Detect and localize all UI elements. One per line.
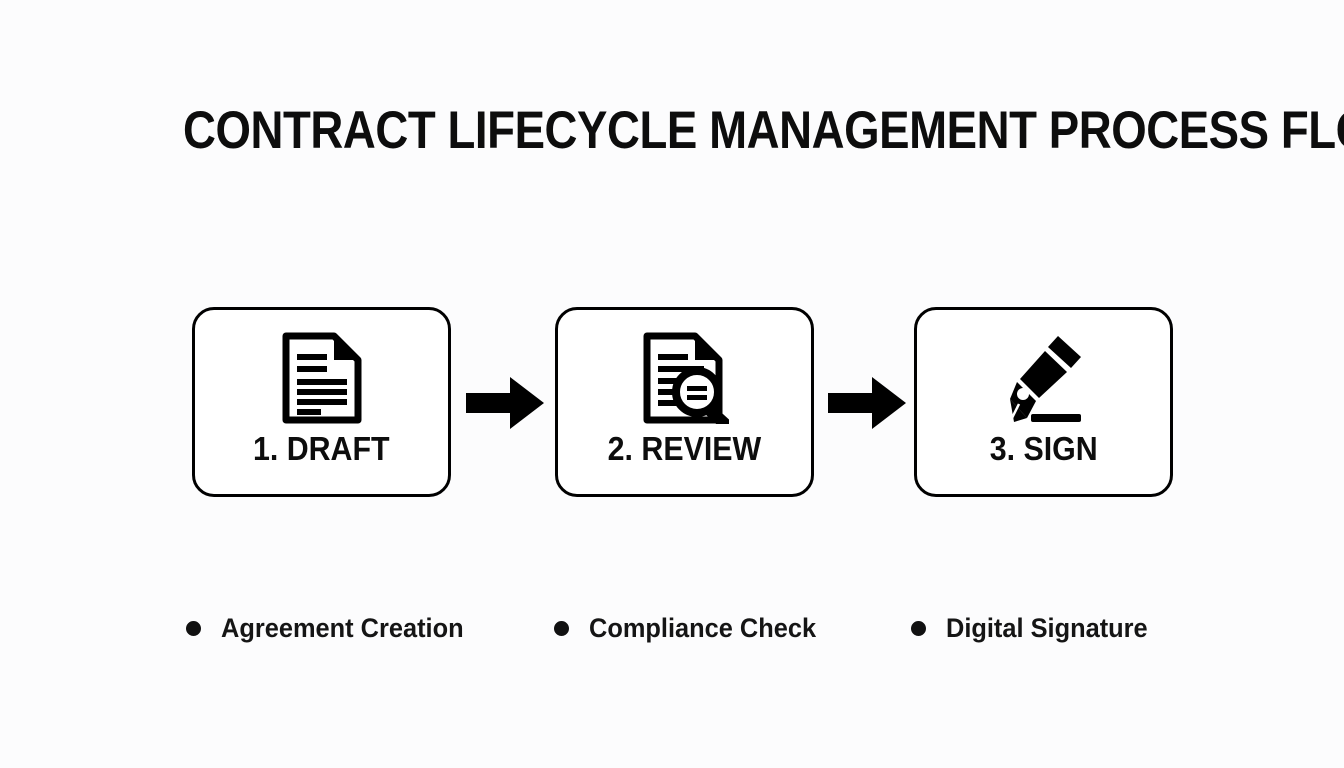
right-arrow-icon (828, 377, 906, 429)
step-card-review[interactable]: 2. REVIEW (555, 307, 814, 497)
process-steps-row: 1. DRAFT (0, 307, 1344, 497)
bullet-dot-icon (554, 620, 569, 636)
bullet-dot-icon (186, 620, 201, 636)
bullet-label: Digital Signature (946, 612, 1148, 643)
right-arrow-icon (466, 377, 544, 429)
list-item: Compliance Check (554, 608, 831, 648)
list-item: Agreement Creation (186, 608, 479, 648)
document-search-icon (641, 332, 729, 424)
step-label: 2. REVIEW (607, 430, 762, 467)
list-item: Digital Signature (911, 608, 1161, 648)
document-icon (280, 332, 364, 424)
bullet-label: Compliance Check (589, 612, 817, 643)
bullet-label: Agreement Creation (221, 612, 464, 643)
bullet-list: Agreement Creation Compliance Check Digi… (0, 608, 1344, 648)
step-card-sign[interactable]: 3. SIGN (914, 307, 1173, 497)
page-title: CONTRACT LIFECYCLE MANAGEMENT PROCESS FL… (183, 101, 1344, 160)
step-label: 1. DRAFT (253, 430, 390, 467)
bullet-dot-icon (911, 620, 926, 636)
step-card-draft[interactable]: 1. DRAFT (192, 307, 451, 497)
step-label: 3. SIGN (989, 430, 1098, 467)
fountain-pen-signature-icon (1001, 332, 1087, 424)
